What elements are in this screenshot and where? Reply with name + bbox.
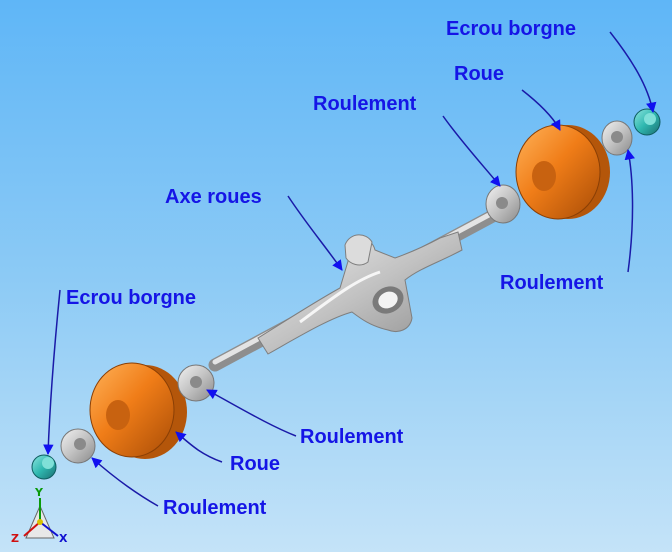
triad-z-label: Z	[11, 532, 19, 545]
left-outer-bearing	[60, 428, 96, 464]
left-cap-nut	[31, 454, 57, 480]
leader-ecrou-right	[609, 31, 657, 114]
label-ecrou-borgne-left: Ecrou borgne	[66, 287, 197, 309]
triad-x-label: X	[59, 532, 68, 545]
triad-y-label: Y	[34, 486, 44, 499]
label-ecrou-borgne-right: Ecrou borgne	[446, 18, 577, 40]
leader-roulement-bottom	[91, 457, 159, 507]
leader-roulement-upper-right	[442, 115, 501, 187]
right-wheel	[515, 124, 610, 220]
label-roulement-bottom: Roulement	[163, 497, 267, 519]
leader-roulement-center	[206, 389, 297, 437]
label-roue-right: Roue	[454, 63, 504, 85]
z-axis-line	[23, 521, 41, 537]
right-outer-bearing	[601, 120, 633, 156]
leader-roue-right	[521, 89, 561, 131]
orientation-triad: Y Z X	[11, 486, 68, 545]
label-roulement-upper-right: Roulement	[313, 93, 417, 115]
x-axis-line	[39, 521, 59, 537]
leader-roue-left	[175, 431, 223, 463]
leader-ecrou-left	[43, 289, 61, 456]
left-wheel	[89, 362, 187, 459]
label-axe-roues: Axe roues	[165, 186, 262, 208]
right-cap-nut	[633, 108, 661, 136]
label-roulement-lower-right: Roulement	[500, 272, 604, 294]
left-inner-bearing	[177, 364, 215, 402]
leader-lines	[43, 31, 657, 507]
label-roue-left: Roue	[230, 453, 280, 475]
axle-hanger-body	[257, 231, 463, 355]
leader-roulement-lower-right	[624, 148, 635, 273]
right-inner-bearing	[485, 184, 521, 224]
label-roulement-center: Roulement	[300, 426, 404, 448]
leader-axe	[287, 195, 343, 271]
